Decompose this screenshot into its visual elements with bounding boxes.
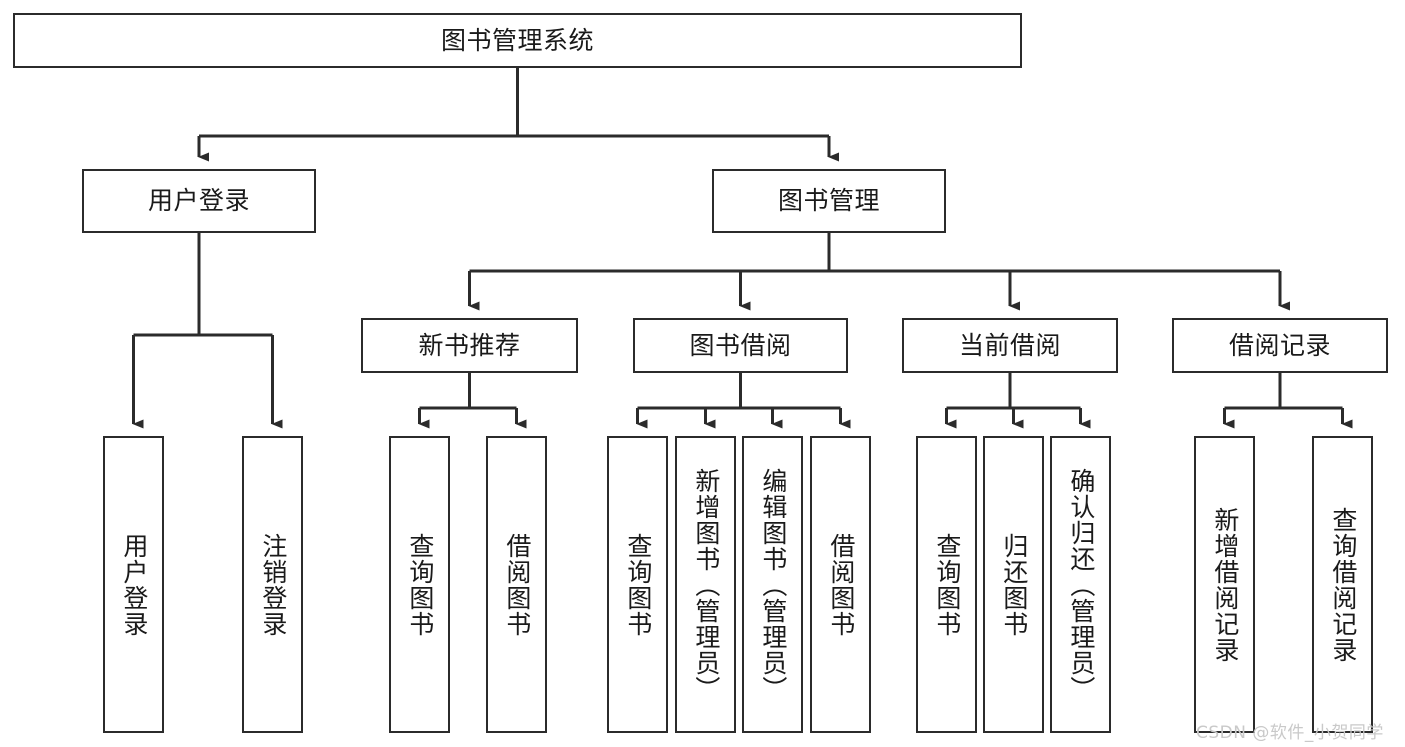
node-label: 当前借阅 (958, 330, 1061, 360)
node-label: 查询图书 (932, 532, 962, 637)
node-label: 查询图书 (623, 532, 653, 637)
node-leaf_6[interactable]: 编辑图书（管理员） (742, 436, 803, 733)
node-label: 图书管理系统 (440, 25, 594, 55)
node-label: 图书管理 (777, 186, 880, 216)
node-leaf_1[interactable]: 注销登录 (242, 436, 303, 733)
node-label: 借阅图书 (502, 532, 532, 637)
node-label: 图书借阅 (689, 330, 792, 360)
node-l2_0[interactable]: 用户登录 (82, 169, 316, 233)
node-label: 借阅图书 (826, 532, 856, 637)
node-l3_2[interactable]: 当前借阅 (902, 318, 1118, 373)
node-leaf_9[interactable]: 归还图书 (983, 436, 1044, 733)
node-l3_1[interactable]: 图书借阅 (633, 318, 848, 373)
node-leaf_3[interactable]: 借阅图书 (486, 436, 547, 733)
node-leaf_8[interactable]: 查询图书 (916, 436, 977, 733)
node-leaf_7[interactable]: 借阅图书 (810, 436, 871, 733)
node-leaf_2[interactable]: 查询图书 (389, 436, 450, 733)
node-label: 新增图书（管理员） (691, 467, 721, 702)
node-label: 用户登录 (119, 532, 149, 637)
node-l3_0[interactable]: 新书推荐 (361, 318, 578, 373)
node-leaf_0[interactable]: 用户登录 (103, 436, 164, 733)
node-l3_3[interactable]: 借阅记录 (1172, 318, 1388, 373)
node-label: 查询借阅记录 (1328, 506, 1358, 663)
node-label: 借阅记录 (1228, 330, 1331, 360)
node-label: 编辑图书（管理员） (758, 467, 788, 702)
node-label: 查询图书 (405, 532, 435, 637)
node-leaf_12[interactable]: 查询借阅记录 (1312, 436, 1373, 733)
node-label: 注销登录 (258, 532, 288, 637)
node-label: 确认归还（管理员） (1066, 467, 1096, 702)
node-leaf_4[interactable]: 查询图书 (607, 436, 668, 733)
watermark: CSDN @软件_小贺同学 (1196, 723, 1384, 743)
node-label: 新增借阅记录 (1210, 506, 1240, 663)
node-leaf_5[interactable]: 新增图书（管理员） (675, 436, 736, 733)
node-label: 新书推荐 (418, 330, 521, 360)
node-leaf_10[interactable]: 确认归还（管理员） (1050, 436, 1111, 733)
node-l2_1[interactable]: 图书管理 (712, 169, 946, 233)
node-label: 归还图书 (999, 532, 1029, 637)
node-root[interactable]: 图书管理系统 (13, 13, 1022, 68)
node-label: 用户登录 (147, 186, 250, 216)
node-leaf_11[interactable]: 新增借阅记录 (1194, 436, 1255, 733)
